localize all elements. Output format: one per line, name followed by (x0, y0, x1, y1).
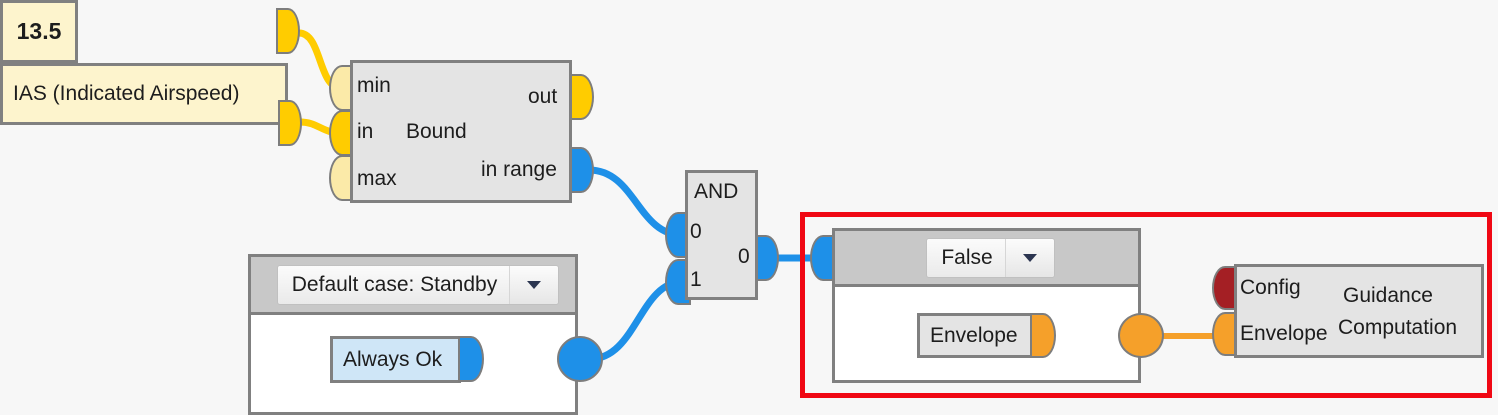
false-case-dropdown-value: False (941, 245, 993, 269)
false-case-container[interactable]: False (832, 228, 1141, 383)
guidance-block-title-line1: Guidance (1343, 284, 1433, 307)
false-case-header: False (835, 231, 1138, 287)
envelope-output-port[interactable] (1030, 313, 1056, 358)
default-case-dropdown[interactable]: Default case: Standby (276, 264, 560, 305)
and-block[interactable] (685, 170, 758, 300)
bound-label-out: out (528, 85, 558, 108)
bound-label-in-range: in range (481, 158, 557, 181)
and-label-input-1: 1 (690, 268, 702, 291)
constant-value: 13.5 (16, 18, 62, 44)
variable-label: IAS (Indicated Airspeed) (13, 82, 240, 105)
default-case-container[interactable]: Default case: Standby (248, 254, 578, 415)
bound-block[interactable] (350, 60, 572, 203)
false-case-dropdown[interactable]: False (926, 237, 1055, 278)
bound-block-title: Bound (406, 120, 467, 143)
guidance-block-title-line2: Computation (1338, 316, 1458, 339)
bound-output-port-out[interactable] (568, 74, 594, 120)
default-case-boundary-port[interactable] (557, 336, 603, 382)
variable-output-port[interactable] (278, 100, 302, 146)
guidance-label-envelope: Envelope (1240, 322, 1328, 345)
always-ok-output-port[interactable] (458, 336, 484, 382)
envelope-chip-label: Envelope (930, 323, 1018, 347)
always-ok-chip[interactable]: Always Ok (330, 336, 461, 383)
and-label-output-0: 0 (738, 245, 750, 268)
and-block-title: AND (694, 180, 739, 203)
and-label-input-0: 0 (690, 220, 702, 243)
bound-label-min: min (357, 74, 391, 97)
guidance-computation-block[interactable] (1234, 264, 1484, 358)
variable-node-ias[interactable]: IAS (Indicated Airspeed) (0, 63, 288, 125)
default-case-dropdown-value: Default case: Standby (291, 272, 498, 296)
bound-label-max: max (357, 167, 397, 190)
envelope-chip[interactable]: Envelope (917, 313, 1033, 358)
constant-output-port[interactable] (276, 8, 300, 54)
false-case-boundary-port[interactable] (1118, 313, 1164, 358)
chevron-down-icon[interactable] (509, 265, 559, 304)
always-ok-chip-label: Always Ok (343, 347, 443, 371)
default-case-header: Default case: Standby (251, 257, 575, 315)
guidance-label-config: Config (1240, 276, 1301, 299)
chevron-down-icon[interactable] (1004, 238, 1054, 277)
bound-label-in: in (357, 120, 374, 143)
constant-node-13-5[interactable]: 13.5 (0, 0, 78, 63)
